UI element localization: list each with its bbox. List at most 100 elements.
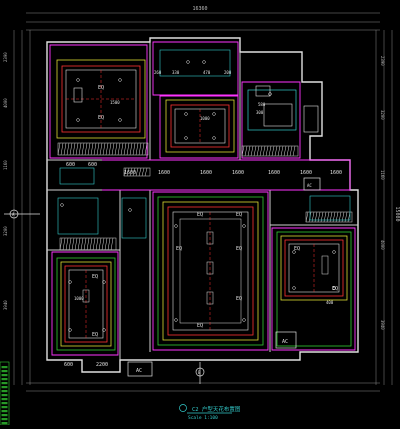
light-fixture: [102, 328, 106, 332]
room-dim-label: 1600: [268, 170, 280, 176]
hatch-line: [271, 145, 275, 157]
room-label: EQ: [236, 296, 242, 302]
hatch-line: [305, 211, 309, 223]
room-top-right: [247, 85, 319, 133]
right-dim-labels: 2390 3200 1160 4000 3940: [380, 56, 385, 330]
hatch-line: [335, 211, 339, 223]
room-dim-label: 1600: [158, 170, 170, 176]
hatch-line: [102, 142, 106, 156]
right-dim-label: 4000: [380, 240, 385, 250]
room-dim-label: 1600: [330, 170, 342, 176]
hatch-line: [108, 142, 112, 156]
light-fixture: [292, 250, 296, 254]
hatch-line: [84, 142, 88, 156]
light-fixture: [186, 60, 190, 64]
hatch-line: [274, 145, 278, 157]
hatch-line: [311, 211, 315, 223]
hatch-line: [262, 145, 266, 157]
room-top-middle: [165, 99, 235, 153]
hatch-line: [62, 237, 66, 251]
room-dim-label: 600: [64, 362, 73, 368]
small-dim-label: 300: [256, 110, 264, 115]
light-fixture: [184, 112, 188, 116]
light-fixture: [202, 60, 206, 64]
hatch-line: [289, 145, 293, 157]
hatch-line: [283, 145, 287, 157]
hatch-line: [132, 167, 136, 177]
room-label: EQ: [236, 212, 242, 218]
light-fixture: [292, 286, 296, 290]
hatch-strips: [57, 142, 353, 251]
overall-dimension: 16360: [192, 6, 207, 12]
room-label: EQ: [294, 246, 300, 252]
light-fixture: [332, 286, 336, 290]
room-dim-label: 2200: [96, 362, 108, 368]
light-fixture: [68, 280, 72, 284]
hatch-line: [59, 237, 63, 251]
hatch-line: [110, 237, 114, 251]
hatch-line: [292, 145, 296, 157]
room-label: EQ: [92, 332, 98, 338]
legend-row: [1, 378, 8, 381]
room-dim-label: 1600: [124, 170, 136, 176]
room-bottom-left: [56, 257, 116, 351]
small-dim-label: 400: [326, 300, 334, 305]
hatch-line: [75, 142, 79, 156]
right-dim-label: 3940: [380, 320, 385, 330]
room-label: EQ: [176, 246, 182, 252]
light-fixture: [68, 328, 72, 332]
room-top-left: [56, 59, 146, 139]
room-dim-label: 1600: [232, 170, 244, 176]
small-dim-label: 330: [172, 70, 180, 75]
legend-row: [1, 418, 8, 421]
room-label: EQ: [98, 85, 104, 91]
hatch-line: [74, 237, 78, 251]
hatch-line: [66, 142, 70, 156]
right-dim-label: 3200: [380, 110, 385, 120]
hatch-line: [244, 145, 248, 157]
hatch-line: [323, 211, 327, 223]
legend-row: [1, 422, 8, 425]
wardrobe-hatch: [123, 167, 151, 177]
hatch-line: [72, 142, 76, 156]
hatch-line: [341, 211, 345, 223]
axis-marks: [4, 209, 205, 384]
ac-label: AC: [136, 368, 142, 374]
hatch-line: [144, 142, 148, 156]
hatch-line: [265, 145, 269, 157]
hatch-line: [253, 145, 257, 157]
hatch-line: [135, 167, 139, 177]
hatch-line: [126, 142, 130, 156]
hatch-line: [80, 237, 84, 251]
hatch-line: [126, 167, 130, 177]
labels: 16360 15080 600 600 1600 1600 1600 1600 …: [12, 6, 400, 421]
small-dim-label: 580: [258, 102, 266, 107]
light-fixture: [174, 318, 178, 322]
hatch-line: [259, 145, 263, 157]
hatch-line: [268, 145, 272, 157]
hatch-line: [81, 142, 85, 156]
legend-row: [1, 366, 8, 369]
room-label: EQ: [98, 115, 104, 121]
light-fixture: [242, 318, 246, 322]
axis-label: B: [198, 370, 201, 375]
hatch-line: [114, 142, 118, 156]
legend-row: [1, 398, 8, 401]
legend-row: [1, 382, 8, 385]
left-dim-label: 1160: [3, 160, 8, 170]
hatch-line: [314, 211, 318, 223]
hatch-line: [280, 145, 284, 157]
room-label: EQ: [236, 246, 242, 252]
room-living: [157, 196, 264, 346]
hatch-line: [329, 211, 333, 223]
light-fixtures: [60, 60, 336, 332]
room-dim-label: 600: [66, 162, 75, 168]
hatch-line: [68, 237, 72, 251]
room-dim-label: 1600: [200, 170, 212, 176]
light-fixture: [128, 208, 132, 212]
legend-row: [1, 386, 8, 389]
hatch-line: [92, 237, 96, 251]
hatch-line: [129, 142, 133, 156]
